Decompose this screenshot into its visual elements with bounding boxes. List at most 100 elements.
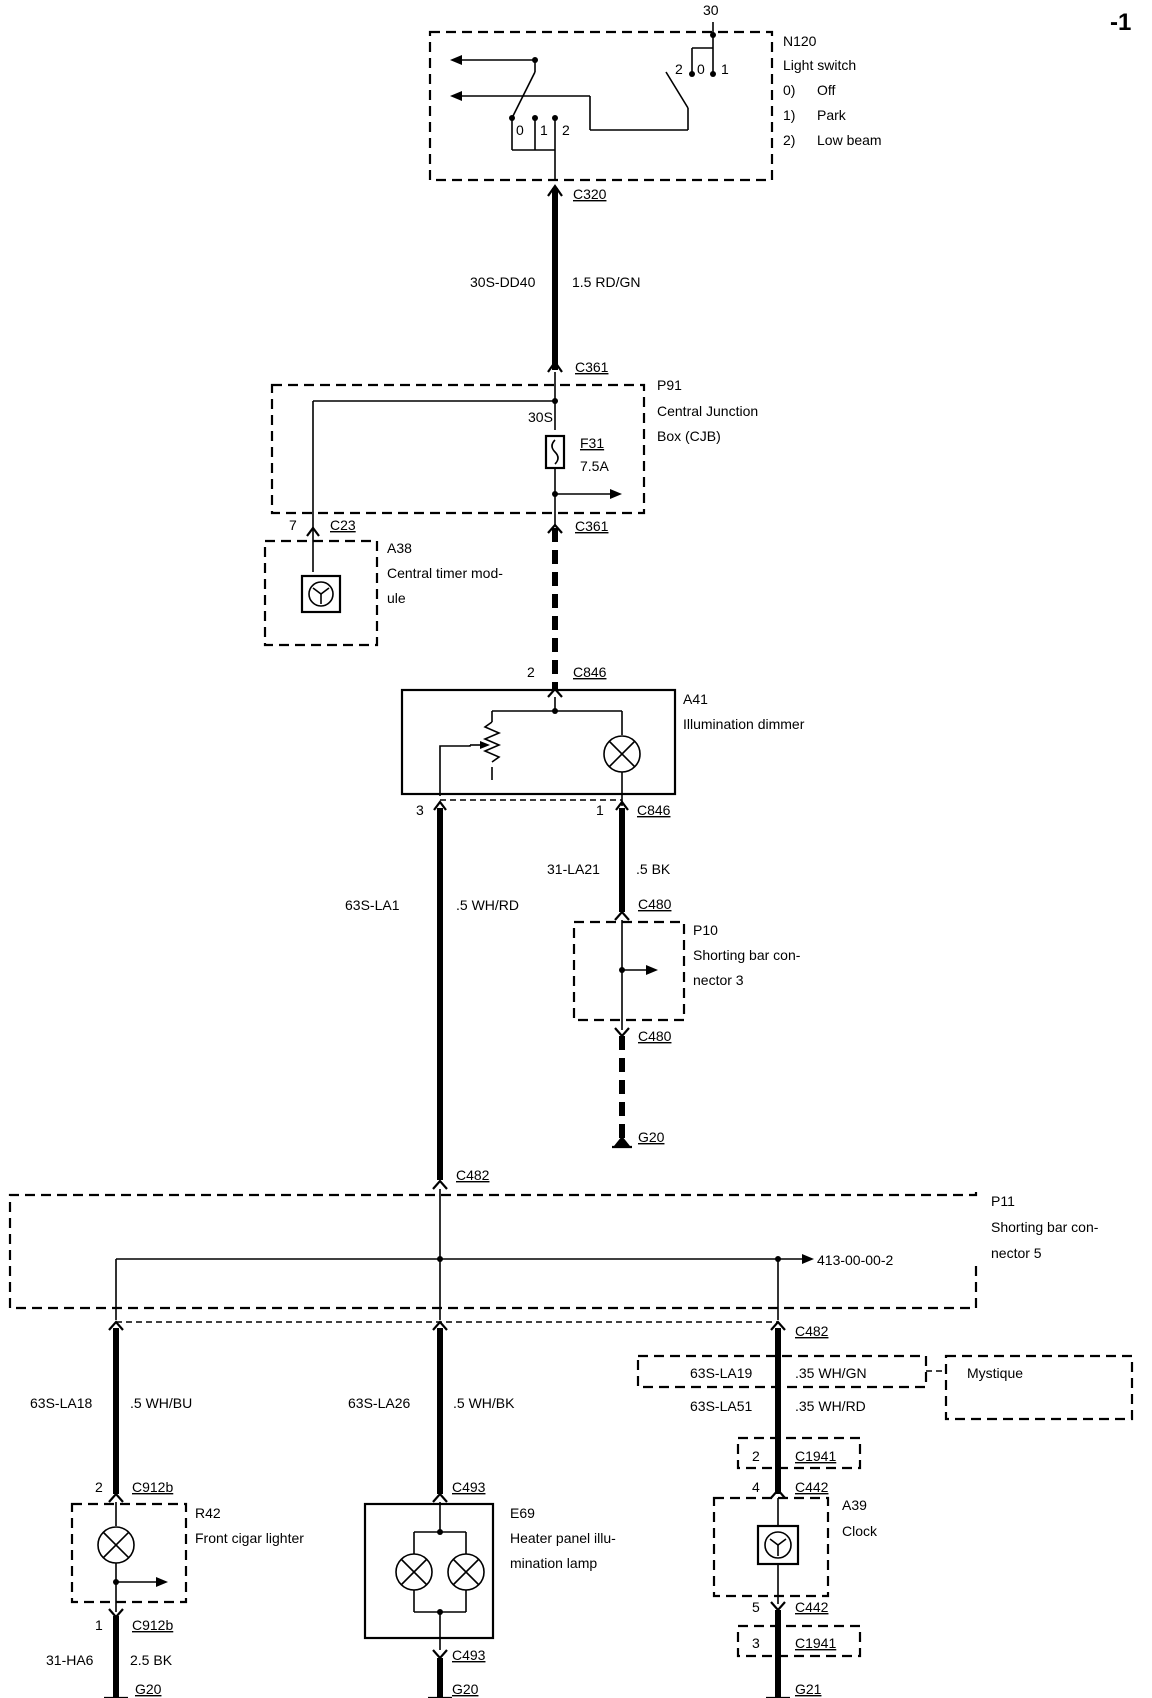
p10-name-2: nector 3 <box>693 972 744 988</box>
ground-g20-b: G20 <box>135 1681 162 1697</box>
n120-terminal-30: 30 <box>703 2 719 18</box>
illumination-dimmer-a41: A41 Illumination dimmer <box>400 688 805 806</box>
fuse-f31-rating: 7.5A <box>580 458 609 474</box>
page-marker: -1 <box>1110 9 1131 36</box>
central-timer-module-a38: A38 Central timer mod- ule <box>263 534 503 647</box>
n120-contact-2: 2 <box>675 61 683 77</box>
connector-c23: C23 <box>330 517 356 533</box>
wire-w5-circuit: 63S-LA26 <box>348 1395 410 1411</box>
pin-c442-top: 4 <box>752 1479 760 1495</box>
connector-c912b-top: C912b <box>132 1479 173 1495</box>
connector-c482-bottom: C482 <box>795 1323 829 1339</box>
n120-pos0: 0) <box>783 82 795 98</box>
wire-w7-spec: .35 WH/RD <box>795 1398 866 1414</box>
clock-a39: A39 Clock <box>712 1496 878 1604</box>
connector-c912b-bottom: C912b <box>132 1617 173 1633</box>
a38-name-2: ule <box>387 590 406 606</box>
connector-c1941-bottom: C1941 <box>795 1635 836 1651</box>
pin-c912b-bottom: 1 <box>95 1617 103 1633</box>
p10-ref: P10 <box>693 922 718 938</box>
ground-g21: G21 <box>795 1681 822 1697</box>
n120-name: Light switch <box>783 57 856 73</box>
central-junction-box-p91: 30S F31 7.5A P91 Central Junction Box (C… <box>270 372 758 534</box>
p11-ref: P11 <box>991 1193 1015 1209</box>
wire-w4-circuit: 63S-LA18 <box>30 1395 92 1411</box>
n120-pos0-label: Off <box>817 82 836 98</box>
wire-w8-circuit: 31-HA6 <box>46 1652 94 1668</box>
a39-ref: A39 <box>842 1497 867 1513</box>
a38-ref: A38 <box>387 540 412 556</box>
n120-contact-b1: 1 <box>540 122 548 138</box>
connector-c482-top: C482 <box>456 1167 490 1183</box>
e69-name-1: Heater panel illu- <box>510 1530 616 1546</box>
wire-w2-spec: .5 WH/RD <box>456 897 519 913</box>
light-switch-n120: 30 2 0 1 0 1 2 N120 Light switch 0) Off … <box>428 2 882 182</box>
p91-ref: P91 <box>657 377 682 393</box>
wire-w6-circuit: 63S-LA19 <box>690 1365 752 1381</box>
pin-c442-bottom: 5 <box>752 1599 760 1615</box>
p91-node-30s: 30S <box>528 409 553 425</box>
connector-c442-top: C442 <box>795 1479 829 1495</box>
front-cigar-lighter-r42: R42 Front cigar lighter <box>70 1502 304 1612</box>
pin-c23: 7 <box>289 517 297 533</box>
wire-w6-spec: .35 WH/GN <box>795 1365 867 1381</box>
pin-c912b-top: 2 <box>95 1479 103 1495</box>
wire-w1-circuit: 30S-DD40 <box>470 274 536 290</box>
n120-pos2: 2) <box>783 132 795 148</box>
heater-panel-lamp-e69: E69 Heater panel illu- mination lamp <box>363 1502 616 1650</box>
n120-contact-1: 1 <box>721 61 729 77</box>
e69-name-2: mination lamp <box>510 1555 597 1571</box>
a41-ref: A41 <box>683 691 708 707</box>
fuse-f31-ref: F31 <box>580 435 604 451</box>
n120-ref: N120 <box>783 33 817 49</box>
pin-c1941-top: 2 <box>752 1448 760 1464</box>
mystique-label: Mystique <box>967 1365 1023 1381</box>
connector-c493-top: C493 <box>452 1479 486 1495</box>
wire-w1-spec: 1.5 RD/GN <box>572 274 640 290</box>
mystique-option: 63S-LA19 .35 WH/GN Mystique <box>636 1354 1134 1421</box>
connector-c846-bottom: C846 <box>637 802 671 818</box>
a39-name: Clock <box>842 1523 878 1539</box>
p91-name-2: Box (CJB) <box>657 428 721 444</box>
p91-name-1: Central Junction <box>657 403 758 419</box>
ground-g20-c: G20 <box>452 1681 479 1697</box>
connector-c1941-top: C1941 <box>795 1448 836 1464</box>
n120-contact-0: 0 <box>697 61 705 77</box>
n120-contact-b2: 2 <box>562 122 570 138</box>
n120-pos1: 1) <box>783 107 795 123</box>
pin-c846-out1: 1 <box>596 802 604 818</box>
connector-c442-bottom: C442 <box>795 1599 829 1615</box>
r42-ref: R42 <box>195 1505 221 1521</box>
pin-c846-out3: 3 <box>416 802 424 818</box>
wire-w7-circuit: 63S-LA51 <box>690 1398 752 1414</box>
r42-name: Front cigar lighter <box>195 1530 304 1546</box>
a38-name-1: Central timer mod- <box>387 565 503 581</box>
n120-contact-b0: 0 <box>516 122 524 138</box>
ground-g20-a: G20 <box>638 1129 665 1145</box>
wire-w3-circuit: 31-LA21 <box>547 861 600 877</box>
pin-c846-in: 2 <box>527 664 535 680</box>
e69-ref: E69 <box>510 1505 535 1521</box>
connector-c480-top: C480 <box>638 896 672 912</box>
wire-w2-circuit: 63S-LA1 <box>345 897 400 913</box>
wire-w3-spec: .5 BK <box>636 861 671 877</box>
n120-pos1-label: Park <box>817 107 847 123</box>
n120-pos2-label: Low beam <box>817 132 882 148</box>
p11-reference: 413-00-00-2 <box>817 1252 893 1268</box>
wire-w4-spec: .5 WH/BU <box>130 1395 192 1411</box>
connector-c320: C320 <box>573 186 607 202</box>
shorting-bar-connector-p11: 413-00-00-2 P11 Shorting bar con- nector… <box>8 1189 1099 1320</box>
connector-c480-bottom: C480 <box>638 1028 672 1044</box>
wire-w5-spec: .5 WH/BK <box>453 1395 515 1411</box>
wire-w8-spec: 2.5 BK <box>130 1652 173 1668</box>
p11-name-1: Shorting bar con- <box>991 1219 1099 1235</box>
connector-c361-bottom: C361 <box>575 518 609 534</box>
p11-name-2: nector 5 <box>991 1245 1042 1261</box>
connector-c846-top: C846 <box>573 664 607 680</box>
p10-name-1: Shorting bar con- <box>693 947 801 963</box>
connector-c361-top: C361 <box>575 359 609 375</box>
pin-c1941-bottom: 3 <box>752 1635 760 1651</box>
a41-name: Illumination dimmer <box>683 716 805 732</box>
connector-c493-bottom: C493 <box>452 1647 486 1663</box>
